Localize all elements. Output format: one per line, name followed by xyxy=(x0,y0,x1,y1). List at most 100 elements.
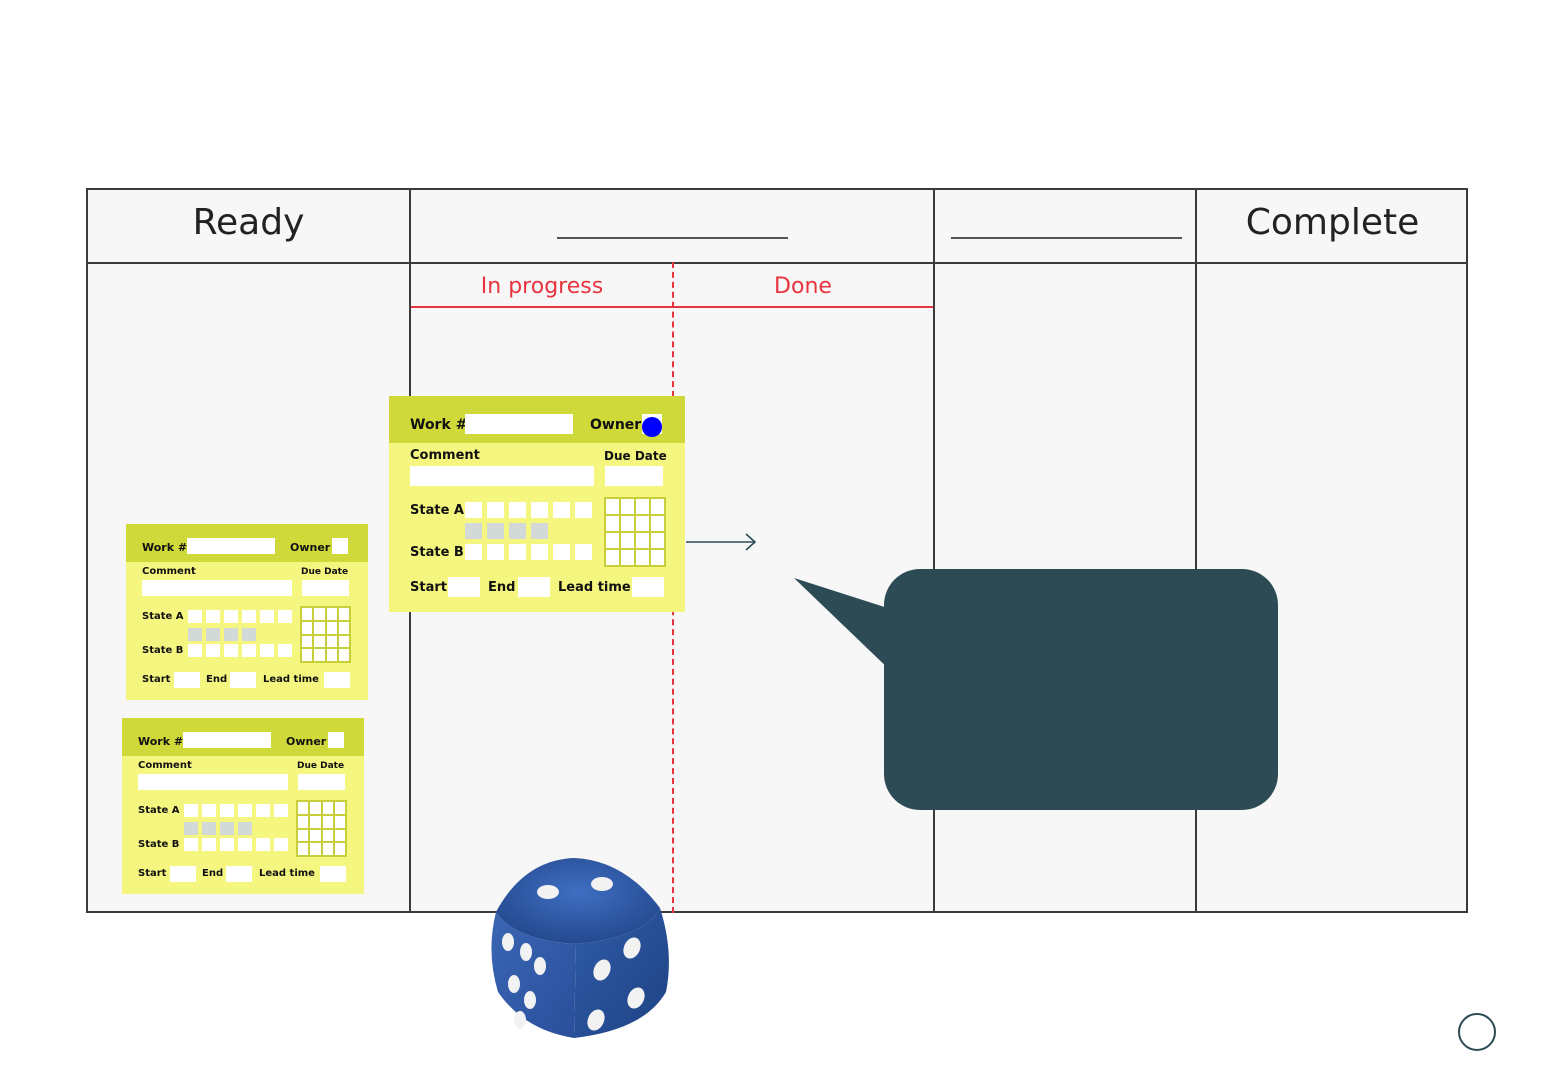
state-marker-box[interactable] xyxy=(206,628,220,641)
state-b-box[interactable] xyxy=(188,644,202,657)
end-field[interactable] xyxy=(230,672,256,688)
work-card-ready-1[interactable]: Work # Owner Comment Due Date State A St… xyxy=(126,524,368,700)
state-a-box[interactable] xyxy=(206,610,220,623)
lead-time-field[interactable] xyxy=(632,577,664,597)
state-marker-box[interactable] xyxy=(465,523,482,539)
state-marker-box[interactable] xyxy=(184,822,198,835)
state-a-box[interactable] xyxy=(553,502,570,518)
state-a-box[interactable] xyxy=(278,610,292,623)
comment-field[interactable] xyxy=(142,580,292,596)
state-b-box[interactable] xyxy=(238,838,252,851)
lead-time-label: Lead time xyxy=(558,580,631,595)
state-marker-box[interactable] xyxy=(224,628,238,641)
start-field[interactable] xyxy=(174,672,200,688)
comment-field[interactable] xyxy=(138,774,288,790)
state-marker-box[interactable] xyxy=(220,822,234,835)
end-label: End xyxy=(488,580,515,595)
due-date-field[interactable] xyxy=(302,580,349,596)
due-date-field[interactable] xyxy=(605,466,663,486)
state-a-box[interactable] xyxy=(575,502,592,518)
lead-time-field[interactable] xyxy=(324,672,350,688)
state-marker-box[interactable] xyxy=(238,822,252,835)
comment-field[interactable] xyxy=(410,466,594,486)
state-marker-box[interactable] xyxy=(487,523,504,539)
state-b-box[interactable] xyxy=(274,838,288,851)
state-b-label: State B xyxy=(138,839,179,850)
tally-grid[interactable] xyxy=(604,497,666,567)
work-number-field[interactable] xyxy=(187,538,275,554)
state-marker-box[interactable] xyxy=(509,523,526,539)
column-title-blank-2[interactable] xyxy=(557,237,788,239)
work-number-label: Work # xyxy=(142,541,187,554)
work-card-ready-2[interactable]: Work # Owner Comment Due Date State A St… xyxy=(122,718,364,894)
state-marker-box[interactable] xyxy=(531,523,548,539)
state-a-box[interactable] xyxy=(224,610,238,623)
comment-label: Comment xyxy=(410,448,480,463)
work-number-label: Work # xyxy=(410,417,467,433)
state-a-label: State A xyxy=(410,503,464,518)
work-number-field[interactable] xyxy=(183,732,271,748)
state-a-box[interactable] xyxy=(487,502,504,518)
due-date-label: Due Date xyxy=(604,449,667,463)
state-a-box[interactable] xyxy=(256,804,270,817)
state-a-box[interactable] xyxy=(242,610,256,623)
due-date-label: Due Date xyxy=(297,761,344,771)
state-b-box[interactable] xyxy=(224,644,238,657)
state-a-box[interactable] xyxy=(202,804,216,817)
state-b-box[interactable] xyxy=(202,838,216,851)
tally-grid[interactable] xyxy=(300,606,351,663)
state-a-box[interactable] xyxy=(509,502,526,518)
work-number-field[interactable] xyxy=(465,414,573,434)
state-a-box[interactable] xyxy=(274,804,288,817)
state-b-box[interactable] xyxy=(487,544,504,560)
state-b-box[interactable] xyxy=(531,544,548,560)
state-b-box[interactable] xyxy=(206,644,220,657)
due-date-field[interactable] xyxy=(298,774,345,790)
lead-time-field[interactable] xyxy=(320,866,346,882)
state-b-box[interactable] xyxy=(184,838,198,851)
end-label: End xyxy=(206,674,227,685)
state-a-box[interactable] xyxy=(531,502,548,518)
end-field[interactable] xyxy=(226,866,252,882)
owner-label: Owner xyxy=(590,417,641,433)
owner-field[interactable] xyxy=(332,538,348,554)
state-b-label: State B xyxy=(142,645,183,656)
state-b-box[interactable] xyxy=(575,544,592,560)
state-a-box[interactable] xyxy=(260,610,274,623)
state-a-box[interactable] xyxy=(238,804,252,817)
speech-bubble-icon[interactable] xyxy=(790,568,1280,812)
start-field[interactable] xyxy=(448,577,480,597)
state-b-box[interactable] xyxy=(220,838,234,851)
end-label: End xyxy=(202,868,223,879)
start-field[interactable] xyxy=(170,866,196,882)
state-a-label: State A xyxy=(142,611,184,622)
owner-label: Owner xyxy=(286,735,326,748)
comment-label: Comment xyxy=(142,566,196,577)
state-b-box[interactable] xyxy=(553,544,570,560)
end-field[interactable] xyxy=(518,577,550,597)
due-date-label: Due Date xyxy=(301,567,348,577)
circle-button-icon[interactable] xyxy=(1458,1013,1496,1051)
state-b-box[interactable] xyxy=(278,644,292,657)
state-b-box[interactable] xyxy=(509,544,526,560)
die-icon[interactable] xyxy=(484,852,674,1044)
state-marker-box[interactable] xyxy=(202,822,216,835)
state-b-box[interactable] xyxy=(260,644,274,657)
work-card-active[interactable]: Work # Owner Comment Due Date State A St… xyxy=(389,396,685,612)
state-marker-box[interactable] xyxy=(188,628,202,641)
state-b-box[interactable] xyxy=(256,838,270,851)
column-title-ready: Ready xyxy=(88,202,409,243)
state-b-box[interactable] xyxy=(465,544,482,560)
state-a-box[interactable] xyxy=(465,502,482,518)
lead-time-label: Lead time xyxy=(263,674,319,685)
state-a-box[interactable] xyxy=(220,804,234,817)
column-title-blank-3[interactable] xyxy=(951,237,1182,239)
owner-marker[interactable] xyxy=(642,417,662,437)
state-a-box[interactable] xyxy=(184,804,198,817)
state-b-box[interactable] xyxy=(242,644,256,657)
sub-column-in-progress: In progress xyxy=(411,274,673,299)
tally-grid[interactable] xyxy=(296,800,347,857)
state-marker-box[interactable] xyxy=(242,628,256,641)
owner-field[interactable] xyxy=(328,732,344,748)
state-a-box[interactable] xyxy=(188,610,202,623)
